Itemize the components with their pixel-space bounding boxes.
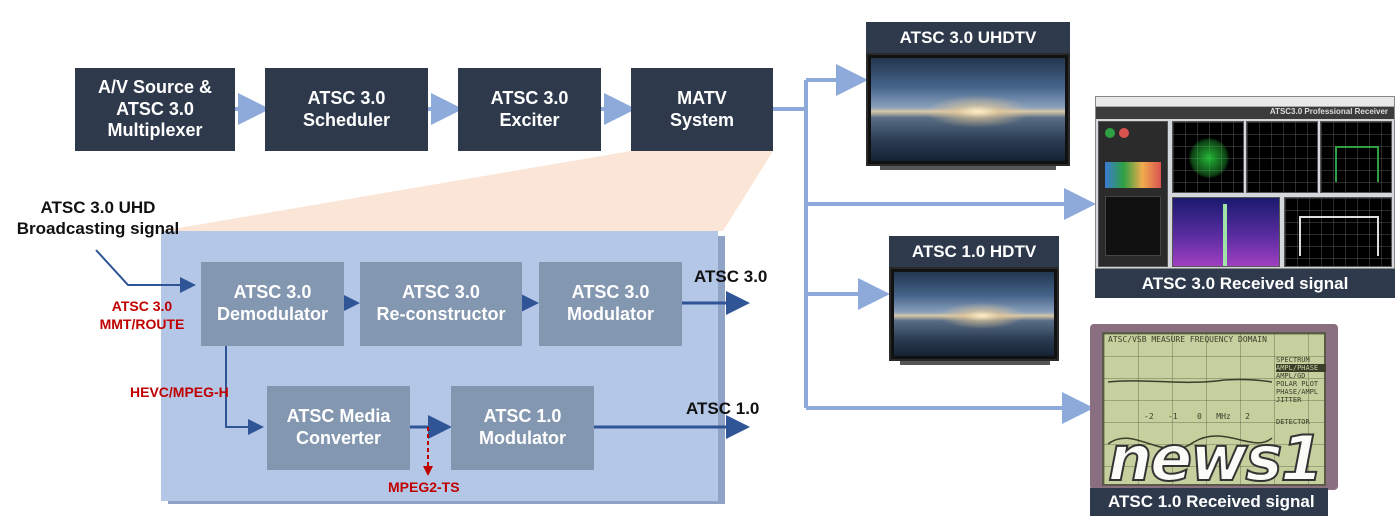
analyzer-trace [1107, 378, 1273, 450]
analyzer-menu: SPECTRUM AMPL/PHASE AMPL/GD POLAR PLOT P… [1276, 356, 1326, 426]
atsc1-received-caption: ATSC 1.0 Received signal [1090, 488, 1328, 516]
atsc-media-converter-box: ATSC Media Converter [267, 386, 410, 470]
atsc1-analyzer-photo: ATSC/VSB MEASURE FREQUENCY DOMAIN SPECTR… [1090, 324, 1338, 490]
atsc3-received-caption: ATSC 3.0 Received signal [1095, 269, 1395, 298]
news1-watermark-logo: news1 [1107, 421, 1325, 496]
uhdtv-title: ATSC 3.0 UHDTV [866, 22, 1070, 53]
hdtv-stand [900, 361, 1050, 365]
atsc1-output-label: ATSC 1.0 [686, 399, 760, 418]
av-source-multiplexer-box: A/V Source & ATSC 3.0 Multiplexer [75, 68, 235, 151]
plp0-constellation-panel [1172, 121, 1244, 193]
hdtv-screen [889, 267, 1059, 361]
atsc3-demodulator-box: ATSC 3.0 Demodulator [201, 262, 344, 346]
analyzer-screen: ATSC/VSB MEASURE FREQUENCY DOMAIN SPECTR… [1102, 332, 1326, 486]
input-protocol-label: ATSC 3.0 MMT/ROUTE [99, 298, 185, 332]
analyzer-header: ATSC/VSB MEASURE FREQUENCY DOMAIN [1108, 335, 1267, 344]
exciter-box: ATSC 3.0 Exciter [458, 68, 601, 151]
ts-label: MPEG2-TS [388, 479, 460, 495]
matv-system-box: MATV System [631, 68, 773, 151]
atsc3-reconstructor-box: ATSC 3.0 Re-constructor [360, 262, 522, 346]
analyzer-axis: -2 -1 0 MHz 2 [1144, 412, 1250, 421]
hdtv-title: ATSC 1.0 HDTV [889, 236, 1059, 267]
receiver-controls [1098, 121, 1168, 267]
plp1-constellation-panel [1246, 121, 1318, 193]
uhdtv-screen [866, 53, 1070, 166]
atsc3-modulator-box: ATSC 3.0 Modulator [539, 262, 682, 346]
uhdtv-stand [880, 166, 1056, 170]
spectrum-waterfall-panel [1172, 197, 1280, 267]
receiver-titlebar [1096, 97, 1394, 107]
atsc3-receiver-window: ATSC3.0 Professional Receiver [1095, 96, 1395, 269]
spectrum-panel [1284, 197, 1392, 267]
codec-label: HEVC/MPEG-H [130, 384, 229, 400]
receiver-header: ATSC3.0 Professional Receiver [1096, 107, 1394, 119]
atsc1-modulator-box: ATSC 1.0 Modulator [451, 386, 594, 470]
atsc3-output-label: ATSC 3.0 [694, 267, 768, 286]
scheduler-box: ATSC 3.0 Scheduler [265, 68, 428, 151]
frequency-response-panel [1320, 121, 1392, 193]
input-signal-label: ATSC 3.0 UHD Broadcasting signal [16, 198, 180, 239]
